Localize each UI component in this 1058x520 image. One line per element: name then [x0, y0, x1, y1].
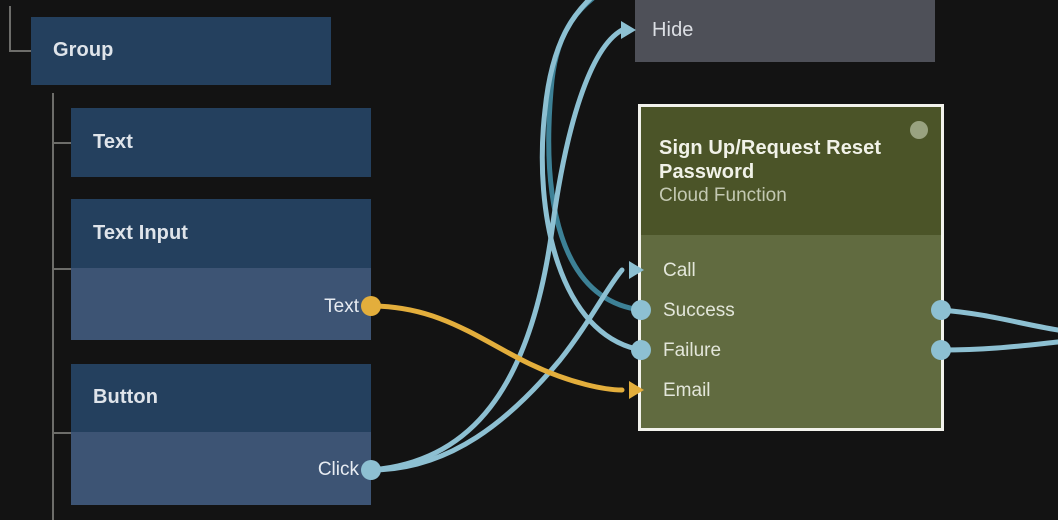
- node-text-input-header[interactable]: Text Input: [71, 199, 371, 268]
- port-click-output-dot[interactable]: [361, 460, 381, 480]
- node-group[interactable]: Group: [31, 17, 331, 85]
- port-call-arrow[interactable]: [629, 261, 644, 279]
- port-row-call[interactable]: Call: [641, 261, 941, 281]
- port-success-label: Success: [663, 300, 735, 321]
- node-cloud-function-title: Sign Up/Request Reset Password: [659, 136, 882, 183]
- tree-guide-root-vertical: [9, 6, 11, 52]
- node-cloud-function-body: Call Success Failure Email: [641, 235, 941, 428]
- node-cloud-function-subtitle: Cloud Function: [659, 185, 787, 207]
- port-right-output-1-dot[interactable]: [931, 300, 951, 320]
- node-cloud-function[interactable]: Sign Up/Request Reset Password Cloud Fun…: [638, 104, 944, 431]
- tree-guide-root-horizontal: [9, 50, 33, 52]
- port-failure-dot[interactable]: [631, 340, 651, 360]
- wire-click-to-call: [368, 267, 625, 473]
- port-text-output-dot[interactable]: [361, 296, 381, 316]
- tree-guide-branch-button: [52, 432, 72, 434]
- wire-right-output-1: [938, 307, 1058, 333]
- port-success-dot[interactable]: [631, 300, 651, 320]
- wire-click-to-hide: [368, 27, 625, 473]
- node-hide-title: Hide: [652, 19, 694, 42]
- node-text-header[interactable]: Text: [71, 108, 371, 177]
- status-dot-icon: [910, 121, 928, 139]
- port-email-label: Email: [663, 380, 711, 401]
- port-text-output-label: Text: [324, 296, 359, 317]
- node-button[interactable]: Button Click: [71, 364, 371, 505]
- port-click-output-label: Click: [317, 459, 359, 480]
- tree-guide-branch-text-input: [52, 268, 72, 270]
- node-cloud-function-header[interactable]: Sign Up/Request Reset Password Cloud Fun…: [641, 107, 941, 235]
- node-button-body: Click: [71, 432, 371, 505]
- port-right-output-2-dot[interactable]: [931, 340, 951, 360]
- port-row-email[interactable]: Email: [641, 381, 941, 401]
- port-failure-label: Failure: [663, 340, 722, 361]
- port-hide-input-arrow[interactable]: [621, 21, 636, 39]
- node-button-header[interactable]: Button: [71, 364, 371, 432]
- node-text-input[interactable]: Text Input Text: [71, 199, 371, 340]
- tree-guide-branch-text: [52, 142, 72, 144]
- wire-text-to-email: [368, 303, 625, 393]
- node-text-input-body: Text: [71, 268, 371, 340]
- node-text-input-title: Text Input: [93, 221, 189, 244]
- wire-failure-up: [539, 0, 644, 353]
- node-group-header[interactable]: Group: [31, 17, 331, 85]
- port-call-label: Call: [663, 260, 696, 281]
- node-text[interactable]: Text: [71, 108, 371, 177]
- port-text-output[interactable]: Text: [324, 297, 359, 317]
- port-row-success[interactable]: Success: [641, 301, 941, 321]
- node-text-title: Text: [93, 130, 134, 153]
- port-row-failure[interactable]: Failure: [641, 341, 941, 361]
- node-hide-header[interactable]: Hide: [635, 0, 935, 62]
- node-group-title: Group: [53, 39, 114, 62]
- port-email-arrow[interactable]: [629, 381, 644, 399]
- wire-success-up: [546, 0, 644, 313]
- wire-right-output-2: [938, 339, 1058, 353]
- tree-guide-children-vertical: [52, 93, 54, 520]
- port-click-output[interactable]: Click: [318, 460, 359, 480]
- node-hide[interactable]: Hide: [635, 0, 935, 62]
- node-button-title: Button: [93, 386, 159, 409]
